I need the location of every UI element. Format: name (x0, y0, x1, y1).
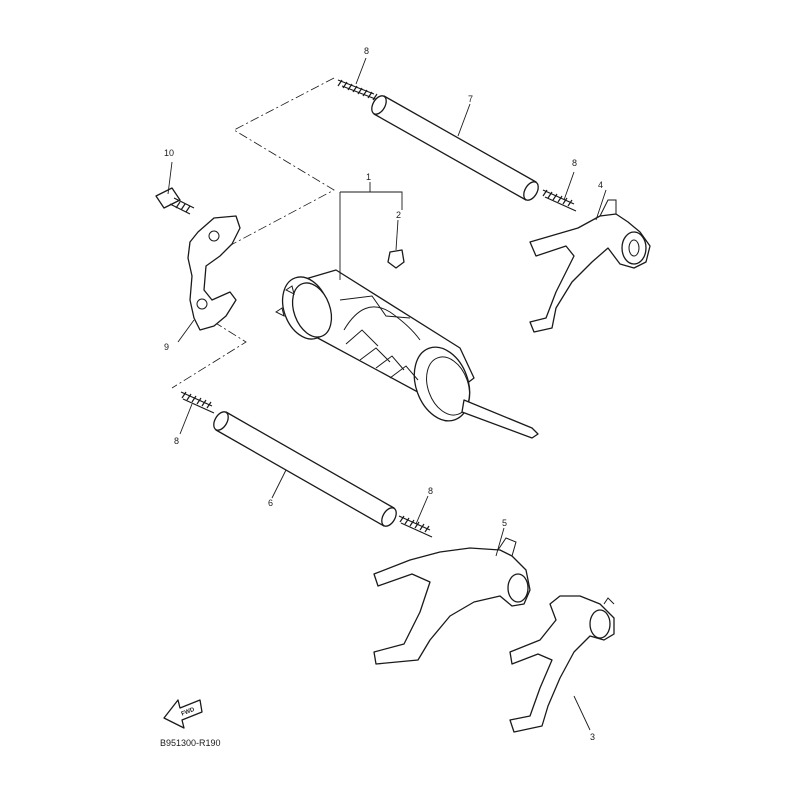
callout-8-middle-lower: 8 (428, 486, 433, 496)
callout-1: 1 (366, 172, 371, 182)
shift-fork-shaft-6 (213, 411, 397, 527)
shift-fork-5 (373, 537, 531, 665)
callout-9: 9 (164, 342, 169, 352)
leader-lines (167, 57, 607, 731)
callout-8-right-upper: 8 (572, 158, 577, 168)
callout-4: 4 (598, 180, 603, 190)
drawing-code: B951300-R190 (160, 738, 221, 748)
pin-2 (387, 249, 405, 269)
callout-5: 5 (502, 518, 507, 528)
spring-8-middle-lower (398, 515, 433, 538)
stopper-plate-9 (187, 215, 241, 331)
fwd-arrow-icon: FWD (163, 699, 203, 729)
shift-drum-1 (275, 269, 539, 439)
callout-labels: 1 2 3 4 5 6 7 8 8 8 8 9 10 (164, 46, 603, 742)
shift-fork-3 (509, 595, 615, 733)
shift-fork-shaft-7 (371, 95, 539, 201)
spring-8-right-upper (542, 189, 577, 212)
callout-8-left-lower: 8 (174, 436, 179, 446)
assembly-guide-lines (171, 77, 335, 389)
spring-8-top (337, 79, 379, 101)
callout-10: 10 (164, 148, 174, 158)
spring-8-left-lower (180, 391, 215, 414)
callout-8-top: 8 (364, 46, 369, 56)
fwd-label: FWD (181, 707, 197, 718)
callout-3: 3 (590, 732, 595, 742)
callout-2: 2 (396, 210, 401, 220)
callout-6: 6 (268, 498, 273, 508)
shift-fork-4 (529, 199, 651, 333)
bolt-10 (155, 187, 195, 215)
callout-7: 7 (468, 94, 473, 104)
